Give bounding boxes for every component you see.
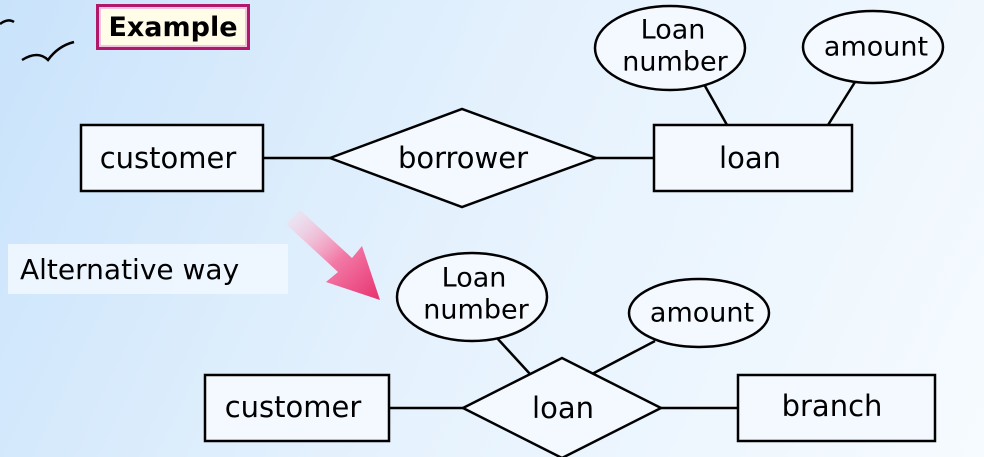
arrow-down-right-icon (286, 210, 380, 300)
entity-customer (203, 373, 391, 443)
entity-customer-label: customer (225, 390, 362, 424)
relationship-borrower (326, 107, 600, 209)
example-title: Example (108, 11, 238, 43)
attribute-amount (627, 277, 771, 349)
relationship-loan-label: loan (532, 391, 594, 425)
attribute-loan-number-line1: Loan (641, 15, 706, 46)
connector-line (703, 85, 729, 126)
relationship-loan (460, 356, 664, 457)
alternative-way-label: Alternative way (20, 252, 240, 286)
attribute-amount (801, 9, 945, 85)
attribute-loan-number (395, 251, 549, 343)
alternative-way-box: Alternative way (8, 244, 288, 294)
connector-line (826, 81, 857, 126)
connector-line (496, 337, 531, 375)
entity-branch-label: branch (782, 389, 883, 423)
attribute-loan-number-line2: number (423, 295, 529, 326)
connector-line (591, 339, 656, 376)
example-title-box: Example (96, 4, 250, 50)
entity-loan (652, 123, 854, 193)
bird-icon (21, 40, 75, 62)
entity-customer (79, 123, 265, 193)
entity-customer-label: customer (100, 141, 237, 175)
attribute-amount-label: amount (824, 32, 928, 63)
entity-loan-label: loan (719, 141, 781, 175)
bird-icon-partial (0, 19, 15, 26)
attribute-loan-number-line2: number (622, 47, 728, 78)
entity-branch (736, 373, 937, 443)
attribute-loan-number (593, 4, 747, 92)
bottom-er-diagram: customer loan branch Loan number amount (203, 251, 937, 457)
top-er-diagram: customer borrower loan Loan number amoun… (79, 4, 945, 209)
attribute-loan-number-line1: Loan (442, 263, 507, 294)
attribute-amount-label: amount (650, 298, 754, 329)
relationship-borrower-label: borrower (398, 141, 528, 175)
